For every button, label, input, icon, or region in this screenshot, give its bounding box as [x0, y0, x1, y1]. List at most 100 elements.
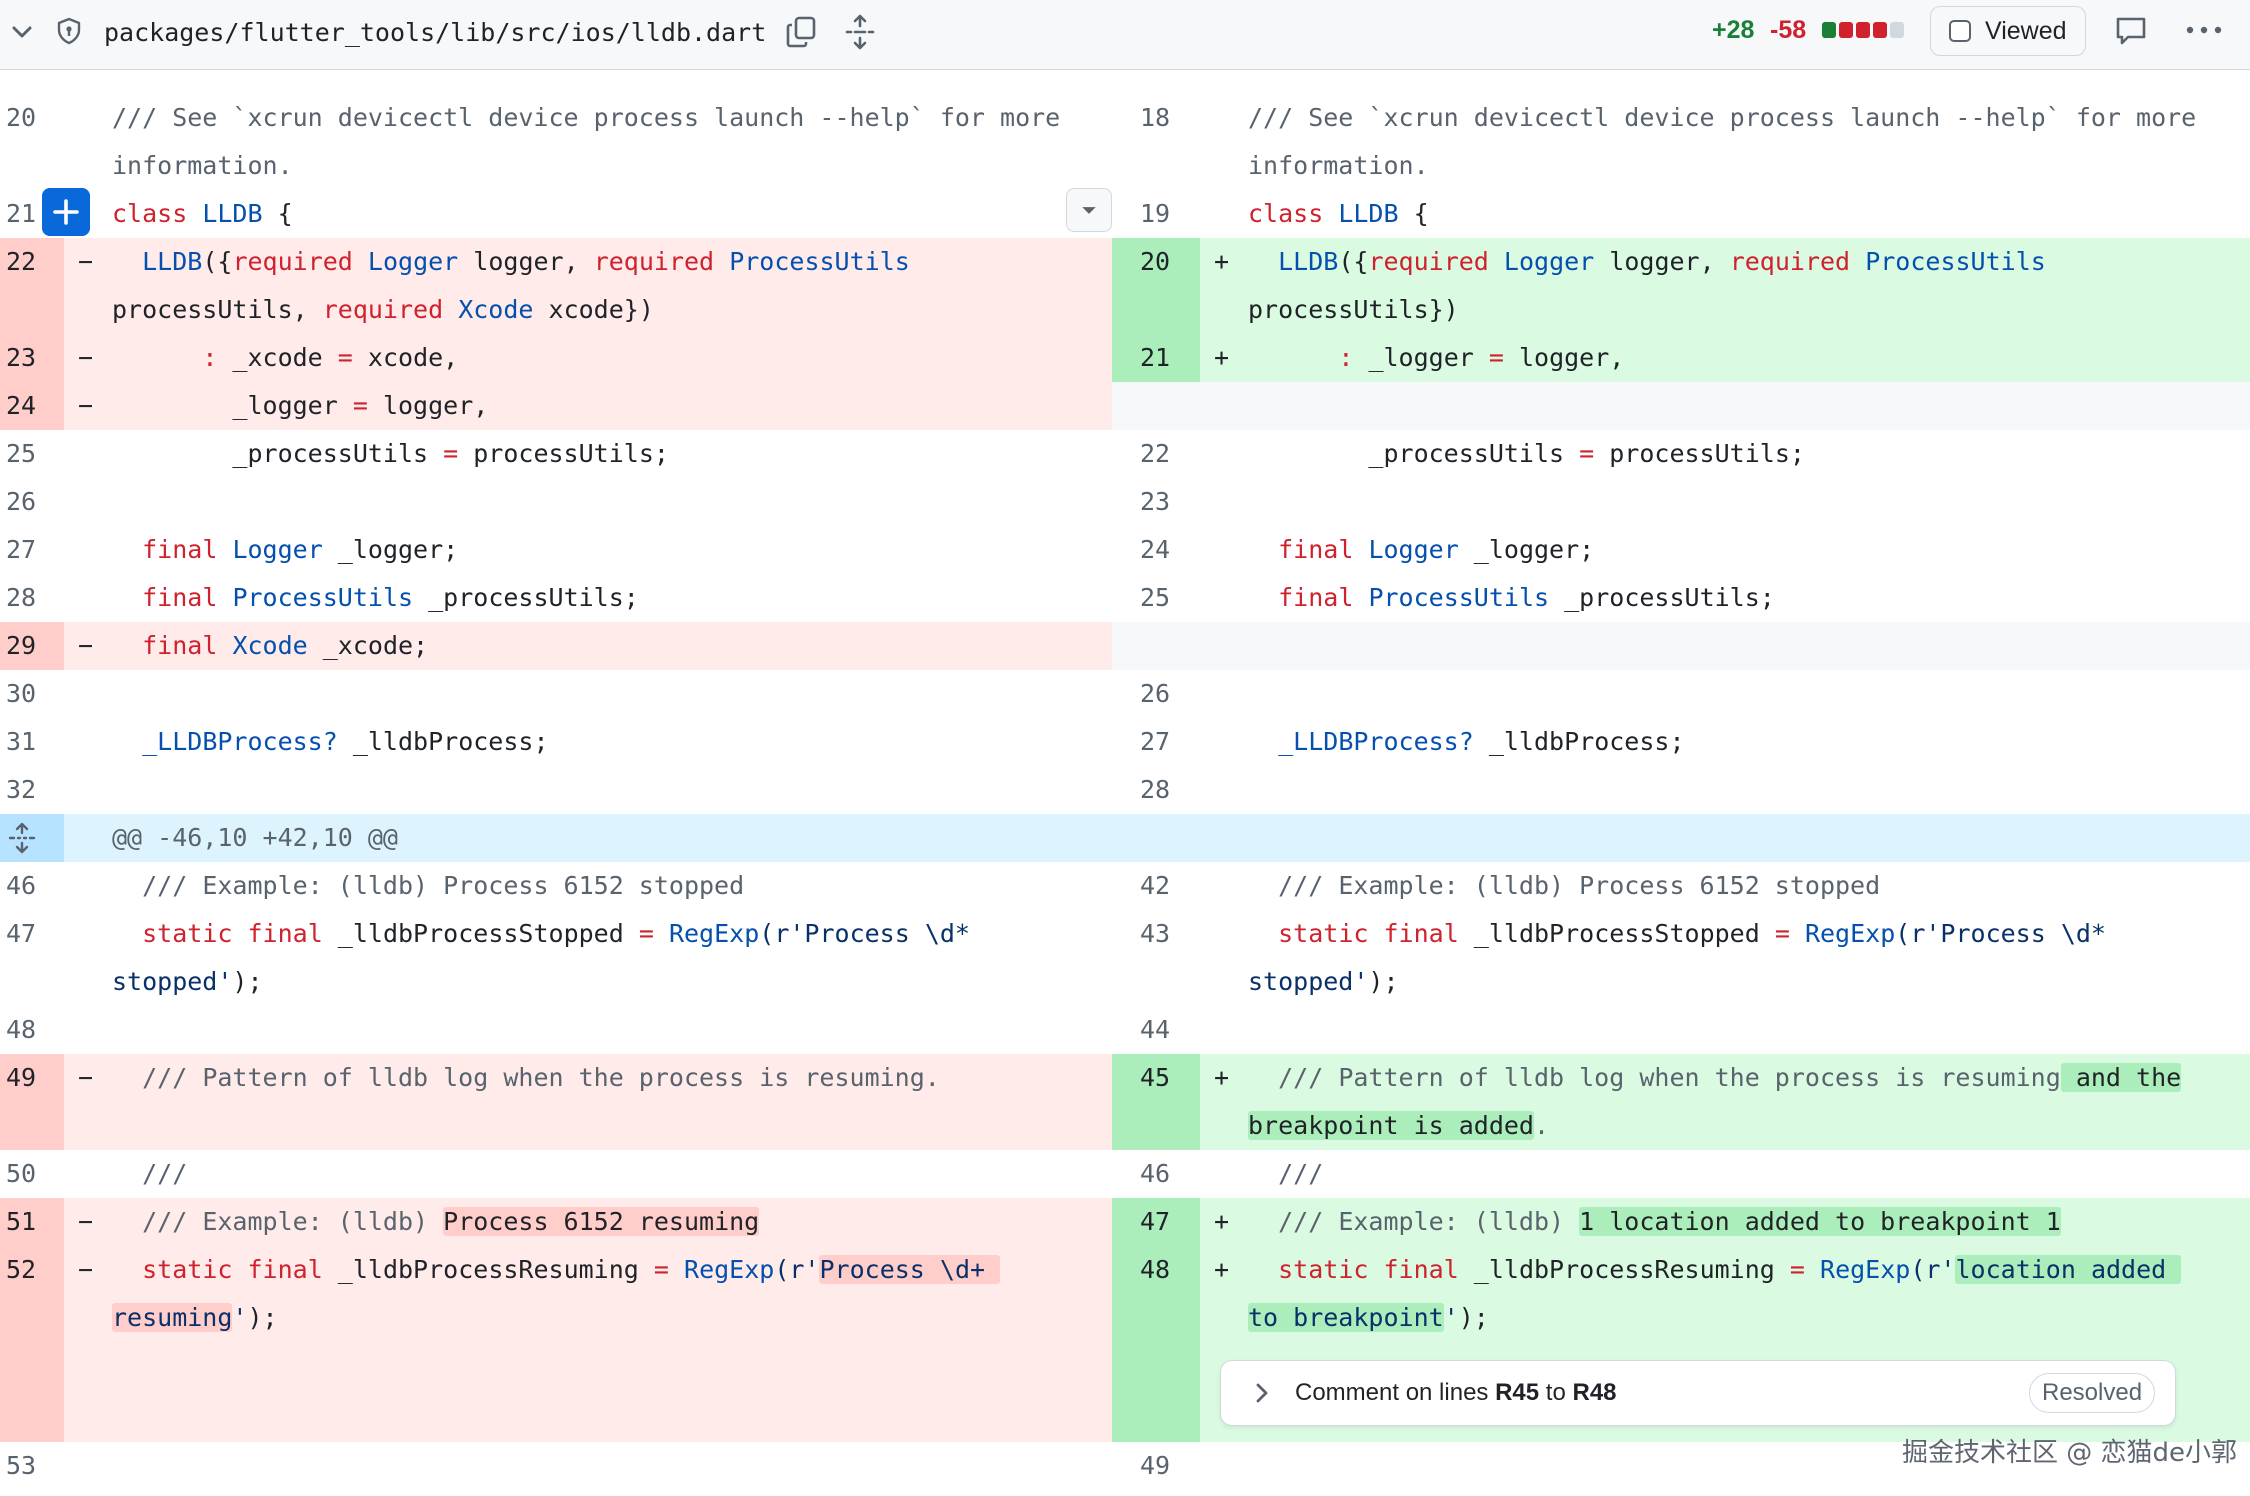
line-number-right[interactable]: 26: [1140, 670, 1170, 718]
diff-row: 32 28: [0, 766, 2250, 814]
line-number-left[interactable]: 22: [6, 238, 36, 286]
string: stopped': [112, 967, 232, 996]
comment-range-sep: to: [1539, 1379, 1572, 1406]
line-number-left[interactable]: 51: [6, 1198, 36, 1246]
type-name: ProcessUtils: [1368, 583, 1549, 612]
added-highlight: breakpoint is added: [1248, 1111, 1534, 1140]
diffstat-block: [1890, 22, 1904, 38]
line-number-right[interactable]: 43: [1140, 910, 1170, 1006]
diff-row: 50 /// 46 ///: [0, 1150, 2250, 1198]
unfold-icon[interactable]: [6, 822, 38, 854]
line-number-left[interactable]: 28: [6, 574, 36, 622]
file-path[interactable]: packages/flutter_tools/lib/src/ios/lldb.…: [104, 16, 766, 50]
line-number-left[interactable]: 24: [6, 382, 36, 430]
line-number-left[interactable]: 52: [6, 1246, 36, 1294]
line-number-left[interactable]: 20: [6, 94, 56, 190]
comment-icon[interactable]: [2114, 14, 2148, 48]
code-text: /// Pattern of lldb log when the process…: [1278, 1063, 2061, 1092]
line-number-left[interactable]: 26: [6, 478, 36, 526]
addition-sign: +: [1214, 334, 1229, 382]
watermark: 掘金技术社区 @ 恋猫de小郭: [1902, 1432, 2237, 1469]
line-number-right[interactable]: 19: [1140, 190, 1190, 238]
line-number-right[interactable]: 25: [1140, 574, 1170, 622]
code-left: final Xcode _xcode;: [112, 622, 1102, 670]
diffstat-block: [1856, 22, 1870, 38]
chevron-down-icon[interactable]: [8, 18, 36, 46]
line-number-right[interactable]: 27: [1140, 718, 1170, 766]
line-number-right[interactable]: 42: [1140, 862, 1170, 910]
operator: =: [1579, 439, 1594, 468]
line-number-right[interactable]: 46: [1140, 1150, 1170, 1198]
line-number-left[interactable]: 48: [6, 1006, 36, 1054]
code-right: static final _lldbProcessResuming = RegE…: [1248, 1246, 2238, 1342]
line-number-left[interactable]: 21: [6, 190, 42, 238]
code-text: ({: [1338, 247, 1368, 276]
chevron-right-icon[interactable]: [1251, 1381, 1273, 1405]
line-number-left[interactable]: 31: [6, 718, 36, 766]
addition-sign: +: [1214, 1246, 1229, 1294]
line-number-right[interactable]: 24: [1140, 526, 1170, 574]
deletion-sign: −: [78, 238, 93, 286]
more-options-icon[interactable]: [2184, 20, 2224, 40]
line-number-right[interactable]: 47: [1140, 1198, 1170, 1246]
string: (r': [1895, 919, 1940, 948]
line-number-left[interactable]: 27: [6, 526, 36, 574]
expand-dropdown-button[interactable]: [1066, 188, 1112, 232]
line-number-right[interactable]: 44: [1140, 1006, 1170, 1054]
diff-row: [0, 70, 2250, 94]
type-name: ProcessUtils: [232, 583, 413, 612]
copy-icon[interactable]: [784, 14, 820, 50]
diff-row: 47 static final _lldbProcessStopped = Re…: [0, 910, 2250, 1006]
added-highlight: to breakpoint: [1248, 1303, 1444, 1332]
line-number-right[interactable]: 49: [1140, 1442, 1170, 1490]
add-comment-button[interactable]: [42, 188, 90, 236]
line-number-right[interactable]: 18: [1140, 94, 1190, 190]
line-number-right[interactable]: 22: [1140, 430, 1170, 478]
diff-row: 46 /// Example: (lldb) Process 6152 stop…: [0, 862, 2250, 910]
code-text: ///: [1278, 1159, 1323, 1188]
type-name: LLDB: [1278, 247, 1338, 276]
diffstat-block: [1839, 22, 1853, 38]
line-number-left[interactable]: 53: [6, 1442, 36, 1490]
type-name: RegExp: [1805, 919, 1895, 948]
string: (r': [774, 1255, 819, 1284]
code-text: _lldbProcess;: [338, 727, 549, 756]
line-number-left[interactable]: 47: [6, 910, 36, 1006]
viewed-button[interactable]: Viewed: [1930, 6, 2086, 56]
code-text: ///: [142, 1159, 187, 1188]
line-number-left[interactable]: 46: [6, 862, 36, 910]
line-number-right[interactable]: 20: [1140, 238, 1170, 286]
code-text: _lldbProcess;: [1474, 727, 1685, 756]
keyword: final: [142, 631, 217, 660]
viewed-checkbox[interactable]: [1949, 20, 1971, 42]
line-number-right[interactable]: 28: [1140, 766, 1170, 814]
type-name: Xcode: [458, 295, 533, 324]
line-number-left[interactable]: 50: [6, 1150, 36, 1198]
code-text: {: [1399, 199, 1429, 228]
line-number-left[interactable]: 30: [6, 670, 36, 718]
expand-all-icon[interactable]: [842, 14, 878, 50]
keyword: required: [1730, 247, 1850, 276]
line-number-left[interactable]: 29: [6, 622, 36, 670]
string: ': [232, 1303, 247, 1332]
keyword: final: [1383, 1255, 1458, 1284]
line-number-left[interactable]: 32: [6, 766, 36, 814]
line-number-left[interactable]: 25: [6, 430, 36, 478]
code-text: _processUtils;: [1549, 583, 1775, 612]
code-left: /// Pattern of lldb log when the process…: [112, 1054, 1102, 1102]
line-number-right[interactable]: 23: [1140, 478, 1170, 526]
line-number-right[interactable]: 45: [1140, 1054, 1170, 1102]
line-number-right[interactable]: 21: [1140, 334, 1170, 382]
string: (r': [759, 919, 804, 948]
line-number-right[interactable]: 48: [1140, 1246, 1170, 1294]
code-text: /// Example: (lldb) Process 6152 stopped: [142, 871, 744, 900]
code-text: );: [232, 967, 262, 996]
type-name: Xcode: [232, 631, 307, 660]
resolved-badge: Resolved: [2029, 1373, 2155, 1413]
line-number-left[interactable]: 23: [6, 334, 36, 382]
type-name: RegExp: [1820, 1255, 1910, 1284]
review-comment-thread[interactable]: Comment on lines R45 to R48 Resolved: [1220, 1360, 2176, 1426]
deletion-sign: −: [78, 382, 93, 430]
type-name: Logger: [1504, 247, 1594, 276]
line-number-left[interactable]: 49: [6, 1054, 36, 1102]
